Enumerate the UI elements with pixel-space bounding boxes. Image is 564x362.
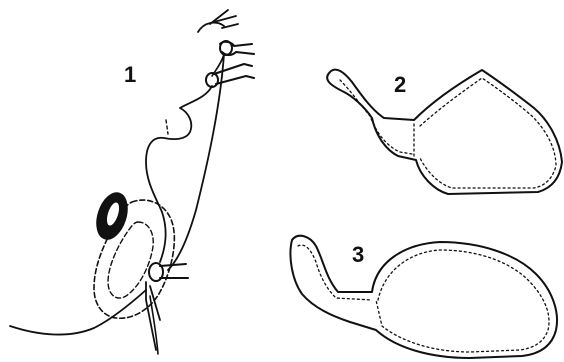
panel-2-dotted-inner <box>340 78 556 188</box>
panel-2-label: 2 <box>394 72 406 97</box>
upper-clamp <box>220 42 254 55</box>
panel-2-outline <box>327 70 562 194</box>
tip-scribble <box>198 10 238 32</box>
upper-clamp-knot <box>220 41 232 55</box>
panel-1-label: 1 <box>124 62 136 87</box>
panel-3-drawing <box>290 236 557 358</box>
panel-3-outline <box>290 236 557 358</box>
lower-clamp-knot <box>149 263 163 281</box>
lower-clamp <box>160 264 188 278</box>
panel-3-dotted-inner <box>298 245 549 352</box>
curly-thread-dash <box>166 120 168 134</box>
panel-3-label: 3 <box>352 242 364 267</box>
curly-thread <box>146 86 212 262</box>
mid-clamp <box>214 64 254 84</box>
panel-2-drawing <box>327 70 562 194</box>
